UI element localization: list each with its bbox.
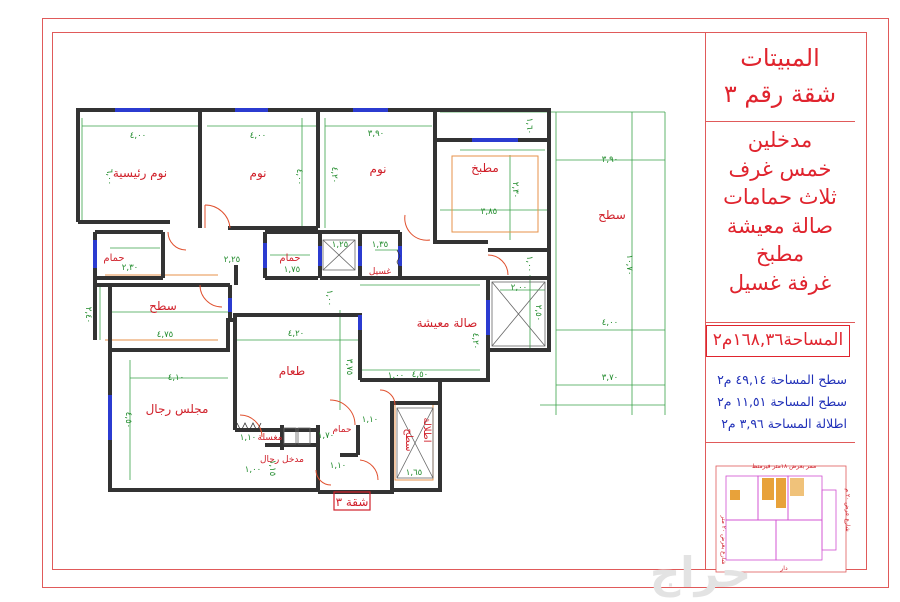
dimension-label: ٢,٤٠ bbox=[83, 307, 93, 323]
room-label: نوم bbox=[370, 162, 387, 177]
room-label: غسيل bbox=[369, 267, 392, 277]
feature-item: مدخلين bbox=[747, 128, 813, 152]
dimension-label: ٢,٢٥ bbox=[224, 255, 240, 265]
dimension-label: ١,١٥ bbox=[267, 460, 277, 476]
room-labels: نوم رئيسية نوم نوم مطبخ سطح سطح صالة معي… bbox=[103, 161, 625, 465]
dimension-label: ١,٠٠ bbox=[524, 256, 534, 272]
dimension-label: ١,١٠ bbox=[240, 433, 256, 443]
dimension-label: ٤,١٠ bbox=[168, 373, 184, 383]
dimension-label: ٤,٢٠ bbox=[470, 333, 480, 349]
room-label: نوم bbox=[250, 166, 267, 181]
dimension-label: ١,٧٠ bbox=[318, 431, 334, 441]
dimension-label: ١,٣٥ bbox=[372, 240, 388, 250]
room-label: نوم رئيسية bbox=[113, 166, 167, 181]
dimension-label: ٤,٠٠ bbox=[294, 169, 304, 185]
dimension-label: ٤,٧٥ bbox=[157, 330, 173, 340]
title-line-1: المبيتات bbox=[740, 44, 820, 72]
dimension-label: ٣,٨٥ bbox=[481, 207, 497, 217]
feature-item: ثلاث حمامات bbox=[723, 185, 837, 209]
dimension-label: ٤,٥٠ bbox=[412, 370, 428, 380]
dimension-label: ٤,٠٠ bbox=[250, 131, 266, 141]
dimension-label: ١,١٠ bbox=[330, 461, 346, 471]
dimension-label: ١,٠٠ bbox=[324, 290, 334, 306]
dimension-label: ٤,٢٠ bbox=[329, 167, 339, 183]
room-label: سطح bbox=[149, 299, 177, 313]
room-label: مجلس رجال bbox=[146, 402, 209, 417]
outer-frame bbox=[42, 18, 889, 588]
dimension-label: ١٠,٧٠ bbox=[624, 255, 634, 276]
key-plan-left-label: شارع بعرض ٢٠ متر bbox=[720, 515, 727, 565]
title-block-separator bbox=[705, 322, 855, 323]
dimension-label: ٢,٣٠ bbox=[122, 263, 138, 273]
dimension-label: ٢,٥٠ bbox=[533, 305, 543, 321]
room-label: سطح bbox=[598, 208, 626, 222]
feature-item: مطبخ bbox=[755, 242, 805, 266]
room-label: حمام bbox=[332, 425, 351, 435]
apartment-tag-box bbox=[333, 491, 371, 511]
shaft-voids bbox=[236, 239, 546, 479]
dimension-label: ٢,٣٠ bbox=[510, 182, 520, 198]
dimension-label: ٤,٥٠ bbox=[123, 412, 133, 428]
dimension-label: ١,٠٠ bbox=[388, 371, 404, 381]
title-block-divider bbox=[705, 32, 706, 570]
roof-area-1: سطح المساحة ٤٩,١٤ م٢ bbox=[717, 372, 847, 387]
windows bbox=[93, 108, 518, 440]
feature-item: غرفة غسيل bbox=[728, 270, 832, 295]
watermark: حراج bbox=[650, 548, 752, 597]
door-swings bbox=[167, 204, 509, 486]
total-area-box: المساحة١٦٨,٣٦م٢ bbox=[706, 325, 850, 357]
roof-area-3: اطلالة المساحة ٣,٩٦ م٢ bbox=[721, 416, 847, 431]
dimension-label: ٤,٢٠ bbox=[288, 329, 304, 339]
room-label: مغسلة bbox=[258, 433, 283, 443]
key-plan: ممر بعرض ١٨متر فيرمنظ شارع عرض ٢٠ م شارع… bbox=[715, 463, 851, 573]
room-label: حمام bbox=[103, 253, 124, 264]
title-line-2: شقة رقم ٣ bbox=[723, 80, 837, 108]
roof-area-2: سطح المساحة ١١,٥١ م٢ bbox=[717, 394, 847, 409]
dimension-label: ٣,٧٥ bbox=[344, 359, 354, 375]
dimension-label: ١,٦٠ bbox=[524, 118, 534, 134]
room-label: صالة معيشة bbox=[417, 316, 478, 330]
room-label: سطح bbox=[403, 428, 414, 451]
features-list: مدخلين خمس غرف ثلاث حمامات صالة معيشة مط… bbox=[705, 122, 855, 322]
room-label: مدخل رجال bbox=[260, 455, 304, 465]
walls bbox=[76, 108, 551, 494]
dimension-label: ٤,٠٠ bbox=[130, 131, 146, 141]
feature-item: صالة معيشة bbox=[726, 213, 834, 238]
apartment-tag: شقة ٣ bbox=[336, 495, 369, 509]
dimension-label: ١,٠٠ bbox=[245, 465, 261, 475]
dimension-label: ٦,٠٠ bbox=[104, 169, 114, 185]
feature-item: خمس غرف bbox=[728, 156, 832, 181]
key-plan-top-label: ممر بعرض ١٨متر فيرمنظ bbox=[752, 463, 816, 470]
dimension-label: ٢,٠٠ bbox=[511, 283, 527, 293]
dimension-label: ١,٢٥ bbox=[332, 240, 348, 250]
dimension-label: ٣,٧٠ bbox=[602, 373, 618, 383]
dimension-label: ١,٧٥ bbox=[284, 265, 300, 275]
dimension-label: ١,٦٥ bbox=[406, 468, 422, 478]
key-plan-right-label: شارع عرض ٢٠ م bbox=[844, 488, 851, 531]
inner-frame bbox=[52, 32, 867, 570]
dimension-labels: ٤,٠٠ ٤,٠٠ ٣,٩٠ ٣,٩٠ ٦,٠٠ ٤,٠٠ ٤,٢٠ ٣,٨٥ … bbox=[83, 118, 634, 478]
dimension-label: ١,١٠ bbox=[362, 415, 378, 425]
title-block-separator bbox=[705, 442, 855, 443]
key-plan-bottom-label: دار bbox=[779, 565, 788, 572]
room-label: حمام bbox=[279, 253, 300, 264]
room-label: طعام bbox=[279, 364, 305, 378]
dimension-label: ٣,٩٠ bbox=[368, 129, 384, 139]
title-block-heading: المبيتات شقة رقم ٣ bbox=[705, 32, 855, 122]
dimension-label: ٤,٠٠ bbox=[602, 318, 618, 328]
room-label: مطبخ bbox=[471, 161, 499, 175]
room-label: اطلالة bbox=[421, 417, 432, 442]
dimension-label: ٣,٩٠ bbox=[602, 155, 618, 165]
